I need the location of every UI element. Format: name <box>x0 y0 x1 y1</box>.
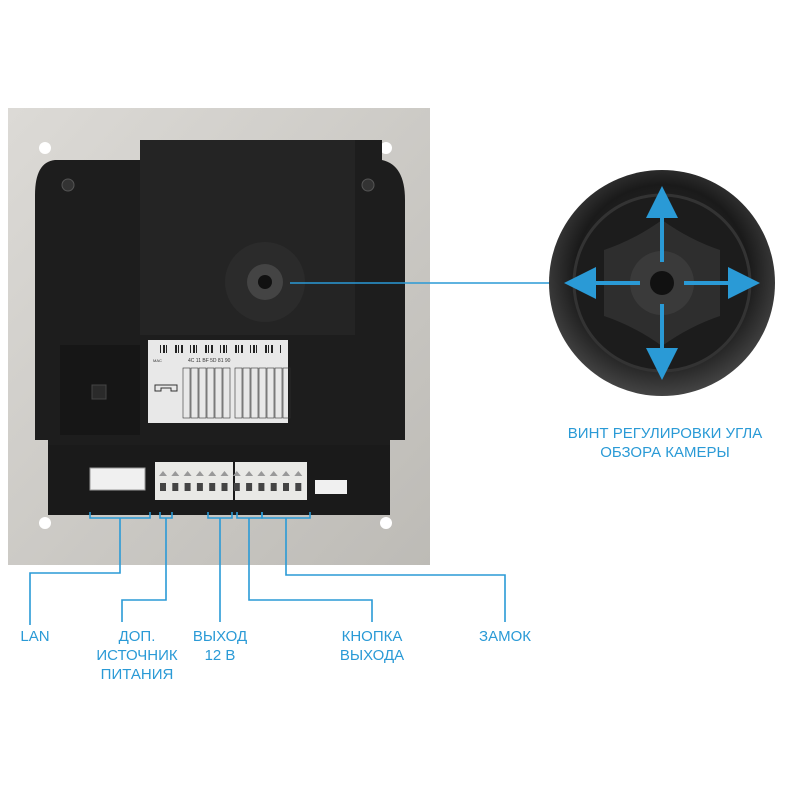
lan-label: LAN <box>20 628 50 645</box>
barcode-bar <box>208 345 209 353</box>
terminal-screw <box>283 483 289 491</box>
plate-hole <box>39 517 51 529</box>
barcode-bar <box>178 345 179 353</box>
barcode-bar <box>181 345 183 353</box>
leader-lock <box>261 512 506 622</box>
exit-button-label: КНОПКА ВЫХОДА <box>339 628 405 664</box>
device-sticker <box>148 340 288 423</box>
aux-connector <box>315 480 347 494</box>
terminal-screw <box>184 483 191 491</box>
barcode-bar <box>160 345 161 353</box>
barcode-bar <box>223 345 225 353</box>
barcode-bar <box>226 345 227 353</box>
barcode-bar <box>280 345 281 353</box>
lan-connector <box>89 467 146 491</box>
leader-aux-power <box>121 512 173 622</box>
plate-hole <box>39 142 51 154</box>
terminal-screw <box>258 483 265 491</box>
sticker-column <box>182 367 191 419</box>
sticker-column <box>234 367 243 419</box>
barcode-bar <box>196 345 197 353</box>
barcode-bar <box>205 345 207 353</box>
barcode-bar <box>163 345 165 353</box>
sticker-column <box>282 367 291 419</box>
terminal-screw <box>246 483 253 491</box>
plate-hole <box>380 142 392 154</box>
sticker-column <box>190 367 199 419</box>
barcode-bar <box>268 345 269 353</box>
terminal-screw <box>221 483 228 491</box>
sticker-column <box>242 367 251 419</box>
terminal-screw <box>160 483 166 491</box>
barcode-bar <box>250 345 251 353</box>
terminal-block <box>235 462 307 500</box>
leader-lan <box>29 512 151 625</box>
lock-label: ЗАМОК <box>479 628 531 645</box>
barcode-bar <box>256 345 257 353</box>
barcode-bar <box>271 345 273 353</box>
barcode-bar <box>265 345 267 353</box>
camera-screw-label: ВИНТ РЕГУЛИРОВКИ УГЛА ОБЗОРА КАМЕРЫ <box>567 425 763 461</box>
terminal-block <box>155 462 233 500</box>
mac-caption: MAC <box>153 358 162 363</box>
adjust-arrows-icon <box>564 186 760 380</box>
sticker-column <box>206 367 215 419</box>
barcode-bar <box>241 345 243 353</box>
barcode-bar <box>253 345 255 353</box>
barcode-bar <box>238 345 239 353</box>
barcode-bar <box>235 345 237 353</box>
mac-value: 4C 11 BF 5D 81 90 <box>188 358 231 364</box>
sticker-icon <box>154 384 178 392</box>
sticker-column <box>258 367 267 419</box>
barcode-bar <box>190 345 191 353</box>
terminal-screw <box>196 483 203 491</box>
sticker-column <box>198 367 207 419</box>
barcode <box>153 344 283 353</box>
sticker-column <box>250 367 259 419</box>
plate-hole <box>380 517 392 529</box>
screw <box>361 178 375 192</box>
terminal-screw <box>270 483 277 491</box>
terminal-screw <box>209 483 216 491</box>
barcode-bar <box>220 345 221 353</box>
barcode-bar <box>211 345 213 353</box>
terminal-screw <box>172 483 179 491</box>
sticker-column <box>222 367 231 419</box>
sticker-column <box>266 367 275 419</box>
output-12v-label: ВЫХОД 12 В <box>192 628 248 664</box>
terminal-screw <box>233 483 240 491</box>
barcode-bar <box>175 345 177 353</box>
aux-power-label: ДОП. ИСТОЧНИК ПИТАНИЯ <box>96 628 178 683</box>
leader-output-12v <box>207 512 233 622</box>
barcode-bar <box>193 345 195 353</box>
barcode-bar <box>166 345 167 353</box>
screw <box>61 178 75 192</box>
sticker-column <box>214 367 223 419</box>
terminal-screw <box>295 483 302 491</box>
sticker-column <box>274 367 283 419</box>
